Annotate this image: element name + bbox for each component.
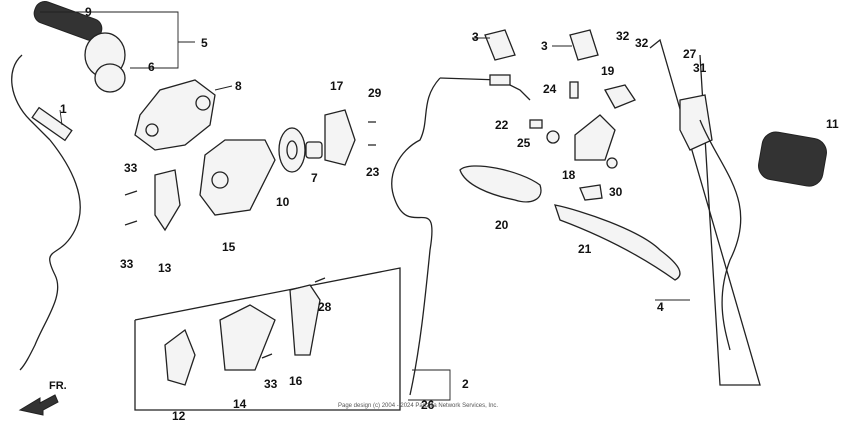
screws-23-29 [368,121,376,146]
strap-3b [569,29,599,61]
direction-arrow-icon [18,394,59,416]
callout-22: 22 [495,118,509,132]
callout-33c: 33 [264,377,278,391]
throttle-housing-lower [199,139,276,216]
alternate-parts-frame [134,267,401,411]
callout-5: 5 [201,36,208,50]
callout-3a: 3 [472,30,479,44]
callout-13: 13 [158,261,172,275]
lever-cover [459,165,542,203]
callout-17: 17 [330,79,344,93]
callout-25: 25 [517,136,531,150]
throttle-housing [134,79,216,151]
nut-30 [606,157,618,169]
callout-4: 4 [657,300,664,314]
screw-24 [569,81,579,99]
bolts-33 [124,190,138,226]
lever-pivot [579,184,603,201]
callout-32a: 32 [616,29,630,43]
callout-6: 6 [148,60,155,74]
callout-12: 12 [172,409,186,423]
callout-15: 15 [222,240,236,254]
callout-3b: 3 [541,39,548,53]
callout-18: 18 [562,168,576,182]
callout-21: 21 [578,242,592,256]
lever-holder [574,114,616,161]
clutch-lever [554,204,681,281]
callout-8: 8 [235,79,242,93]
strap-3a [484,29,516,61]
washer-25 [546,130,560,144]
callout-24: 24 [543,82,557,96]
callout-30: 30 [609,185,623,199]
throttle-cable [11,54,81,371]
leader-lines [40,11,690,401]
callout-33a: 33 [124,161,138,175]
throttle-pulley [278,127,323,173]
left-grip [758,131,827,187]
adjuster-22 [529,119,543,129]
callout-1: 1 [60,102,67,116]
copyright-notice: Page design (c) 2004 - 2024 Partzilla Ne… [338,403,499,409]
callout-32b: 32 [635,36,649,50]
callout-11: 11 [826,117,839,131]
throttle-cover [324,109,356,166]
callout-19: 19 [601,64,615,78]
direction-label: FR. [49,380,67,392]
switch-harness [649,38,761,386]
holder-clamp-19 [604,84,636,109]
callout-33b: 33 [120,257,134,271]
clutch-cable [391,74,531,396]
callout-10: 10 [276,195,290,209]
callout-16: 16 [289,374,303,388]
callout-23: 23 [366,165,380,179]
callout-7: 7 [311,171,318,185]
callout-20: 20 [495,218,509,232]
throttle-grip [33,1,126,93]
callout-28: 28 [318,300,332,314]
clamp-13 [154,169,181,232]
callout-14: 14 [233,397,247,411]
callout-2: 2 [462,377,469,391]
callout-29: 29 [368,86,382,100]
callout-26: 26 [421,398,435,412]
callout-27: 27 [683,47,697,61]
callout-9: 9 [85,5,92,19]
callout-31: 31 [693,61,707,75]
